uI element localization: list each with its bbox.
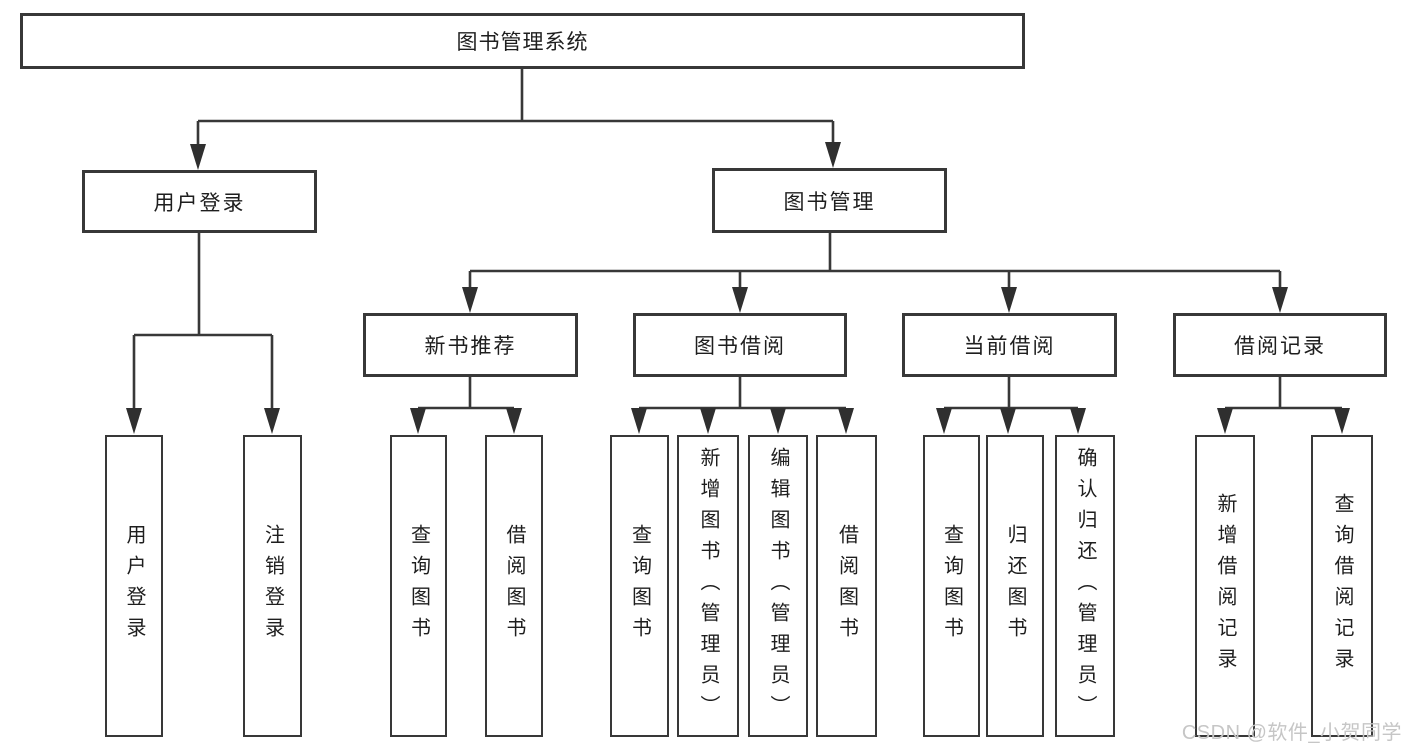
leaf-user-login: 用户登录	[105, 435, 163, 737]
arrowheads	[126, 142, 1350, 434]
leaf-confirm-return-admin: 确认归还（管理员）	[1055, 435, 1115, 737]
node-borrowing-records: 借阅记录	[1173, 313, 1387, 377]
leaf-add-borrow-record: 新增借阅记录	[1195, 435, 1255, 737]
leaf-query-borrow-record: 查询借阅记录	[1311, 435, 1373, 737]
leaf-borrow-books: 借阅图书	[816, 435, 877, 737]
leaf-add-books-admin: 新增图书（管理员）	[677, 435, 739, 737]
leaf-return-books: 归还图书	[986, 435, 1044, 737]
node-library-management-system: 图书管理系统	[20, 13, 1025, 69]
leaf-borrow-books-recommend: 借阅图书	[485, 435, 543, 737]
node-current-borrowing: 当前借阅	[902, 313, 1117, 377]
node-new-book-recommendation: 新书推荐	[363, 313, 578, 377]
node-user-login-branch: 用户登录	[82, 170, 317, 233]
node-book-management-branch: 图书管理	[712, 168, 947, 233]
leaf-query-books-recommend: 查询图书	[390, 435, 447, 737]
node-book-borrowing: 图书借阅	[633, 313, 847, 377]
csdn-watermark: CSDN @软件_小贺同学	[1181, 722, 1402, 744]
leaf-edit-books-admin: 编辑图书（管理员）	[748, 435, 808, 737]
leaf-logout: 注销登录	[243, 435, 302, 737]
leaf-query-books-current: 查询图书	[923, 435, 980, 737]
leaf-query-books-borrowing: 查询图书	[610, 435, 669, 737]
